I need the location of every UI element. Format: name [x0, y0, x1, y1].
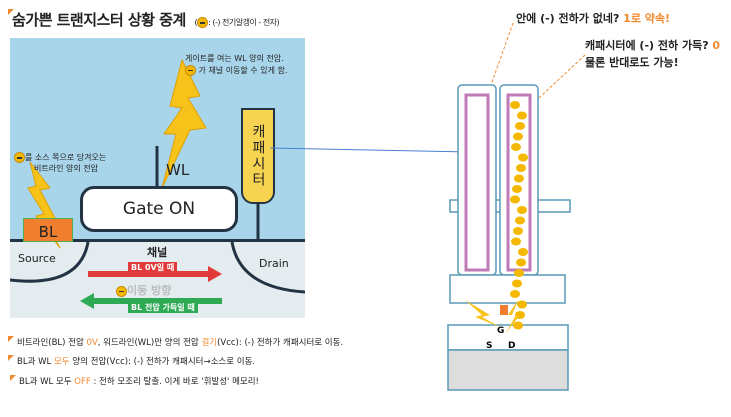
surface-line [10, 239, 305, 242]
electron-icon [185, 64, 196, 76]
capacitor-connector [270, 147, 471, 153]
full-note: 캐패시터에 (-) 전하 가득? 0 물론 반대로도 가능! [585, 38, 720, 71]
electron-icon [514, 174, 524, 183]
electron-icon [14, 152, 25, 163]
electron-icon [516, 258, 526, 267]
electron-icon [515, 216, 525, 225]
bullet-accent: OFF [74, 377, 91, 387]
bit-line-block: BL [23, 218, 73, 242]
electron-icon [513, 227, 523, 235]
capacitor-pillar-left [457, 84, 497, 276]
lightning-icon [465, 300, 500, 327]
green-arrow-tag: BL 전압 가득일 때 [128, 302, 198, 313]
title-text: 숨가쁜 트랜지스터 상황 중계 [12, 11, 186, 29]
electron-icon [510, 290, 520, 298]
wl-note-line1: 게이트를 여는 WL 양의 전압. [185, 54, 284, 63]
legend-open: ( [194, 18, 198, 27]
gate-label: G [497, 326, 504, 336]
electron-icon [513, 321, 523, 330]
electron-icon [518, 248, 528, 256]
bullet-text: (Vcc): (-) 전하가 캐패시터로 이동. [217, 338, 344, 348]
bullet-accent: 모두 [53, 357, 70, 367]
dram-cell-diagram: G S D [447, 22, 586, 391]
source-label: Source [18, 252, 56, 265]
note-accent: 0 [712, 39, 721, 52]
bullet-text: 양의 전압(Vcc): (-) 전하가 캐패시터→소스로 이동. [69, 357, 256, 367]
bullet-accent: 걸기 [201, 338, 218, 348]
drain-label: Drain [259, 257, 289, 270]
transistor-block [447, 324, 569, 351]
electron-icon [517, 206, 527, 214]
bullet-mark [8, 355, 14, 361]
electron-icon [514, 269, 524, 277]
pointer-line [474, 22, 514, 131]
electron-icon [116, 285, 127, 297]
note-accent: 1로 약속! [623, 12, 671, 25]
electron-icon [518, 153, 528, 162]
electron-icon [512, 279, 522, 288]
legend-text: : (-) 전기알갱이 - 전자) [208, 18, 280, 27]
bl-note: 를 소스 쪽으로 당겨오는 비트라인 양의 전압 [14, 152, 106, 175]
bullet-mark [8, 336, 14, 342]
source-arc [10, 241, 90, 283]
electron-icon [197, 17, 209, 28]
bl-note-line1: 를 소스 쪽으로 당겨오는 [25, 153, 107, 162]
capacitor: 캐패시터 [241, 108, 275, 204]
wl-note: 게이트를 여는 WL 양의 전압. 가 채널 이동할 수 있게 함. [185, 54, 287, 77]
source-label: S [486, 341, 492, 351]
bit-line-contact [500, 305, 508, 315]
page-title: 숨가쁜 트랜지스터 상황 중계 ( : (-) 전기알갱이 - 전자) [12, 9, 280, 30]
electron-icon [515, 122, 525, 130]
panel-lines [10, 58, 305, 309]
bullet-3: BL과 WL 모두 OFF : 전하 모조리 탈출. 이게 바로 '휘발성' 메… [10, 375, 259, 387]
note-text: 캐패시터에 (-) 전하 가득? [585, 39, 713, 52]
electron-icon [512, 185, 522, 193]
bullet-text: , 워드라인(WL)만 양의 전압 [97, 338, 202, 348]
empty-note: 안에 (-) 전하가 없네? 1로 약속! [516, 11, 670, 28]
note-text: 안에 (-) 전하가 없네? [516, 12, 624, 25]
substrate-block [447, 349, 569, 391]
electron-icon [516, 164, 526, 172]
red-arrow-tag: BL 0V일 때 [128, 262, 178, 273]
gate: Gate ON [80, 186, 238, 232]
direction-label: 이동 방향 [116, 282, 171, 298]
bullet-mark [10, 375, 16, 381]
bullet-2: BL과 WL 모두 양의 전압(Vcc): (-) 전하가 캐패시터→소스로 이… [8, 355, 255, 367]
electron-icon [511, 143, 521, 151]
wl-note-line2: 가 채널 이동할 수 있게 함. [198, 65, 288, 75]
electron-icon [510, 101, 520, 109]
electron-icon [513, 132, 523, 141]
electrons [510, 101, 528, 330]
drain-arc [230, 241, 305, 294]
bullet-1: 비트라인(BL) 전압 0V, 워드라인(WL)만 양의 전압 걸기(Vcc):… [8, 336, 343, 348]
transistor-panel: 게이트를 여는 WL 양의 전압. 가 채널 이동할 수 있게 함. 를 소스 … [10, 38, 305, 318]
wl-label: WL [166, 161, 190, 179]
bl-lightning-icon [27, 161, 61, 249]
bullet-text: : 전하 모조리 탈출. 이게 바로 '휘발성' 메모리! [90, 377, 259, 387]
electron-icon [517, 111, 527, 120]
bullet-text: BL과 WL 모두 [19, 377, 75, 387]
direction-text: 이동 방향 [127, 284, 172, 297]
title-corner-mark [8, 9, 14, 15]
electron-icon [517, 300, 527, 309]
bullet-text: 비트라인(BL) 전압 [17, 338, 87, 348]
electron-icon [511, 237, 521, 246]
bullet-text: BL과 WL [17, 357, 54, 367]
electron-icon [510, 195, 520, 204]
mid-block [449, 274, 566, 304]
bl-note-line2: 비트라인 양의 전압 [34, 163, 98, 173]
note-text-2: 물론 반대로도 가능! [585, 55, 679, 69]
capacitor-dielectric-left [464, 93, 490, 272]
bullet-accent: 0V [86, 338, 98, 348]
drain-label: D [508, 341, 515, 351]
electron-legend: ( : (-) 전기알갱이 - 전자) [194, 17, 280, 28]
lightning-icon [506, 300, 520, 333]
channel-label: 채널 [147, 246, 168, 259]
